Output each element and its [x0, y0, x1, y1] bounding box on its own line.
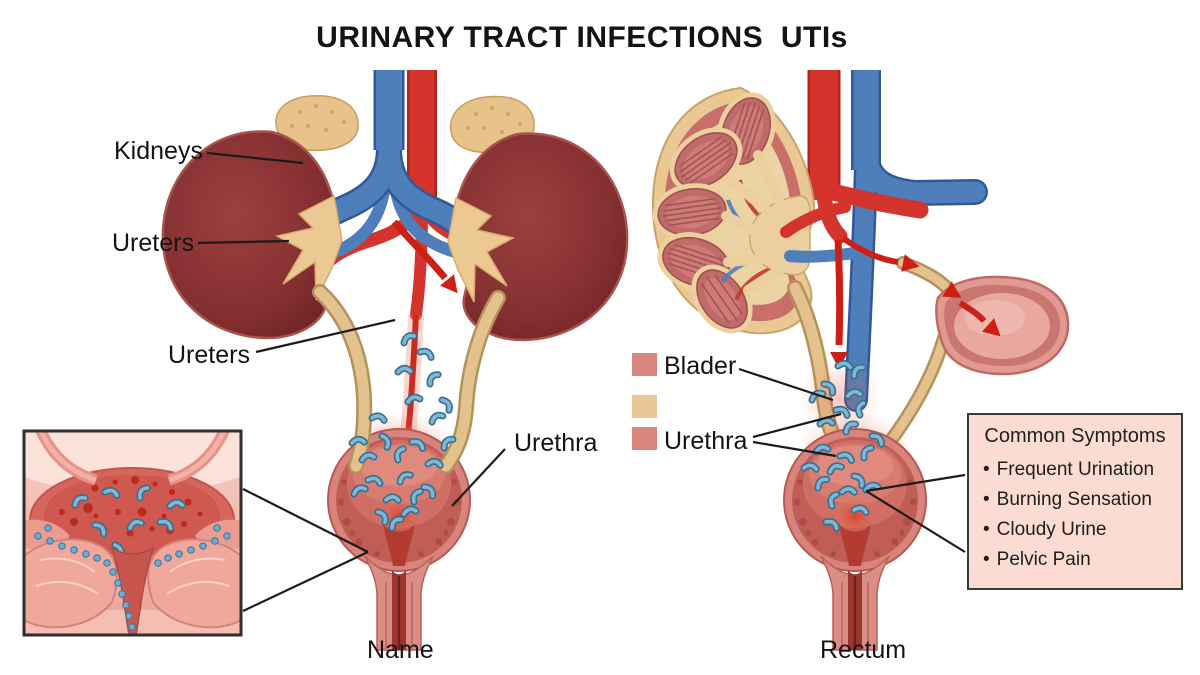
legend-swatch-middle [632, 395, 657, 418]
right-urinary-system [651, 70, 1070, 652]
bladder-right [782, 410, 928, 652]
leader-urethra-b [752, 440, 837, 458]
legend-label-blader: Blader [664, 352, 737, 380]
legend-swatch-blader [632, 353, 657, 376]
symptom-item: •Frequent Urination [983, 459, 1155, 480]
symptoms-box: Common Symptoms •Frequent Urination •Bur… [967, 413, 1183, 590]
renal-pelvis-right [447, 196, 516, 303]
bladder-wall-inset [22, 429, 243, 637]
label-ureters-upper: Ureters [112, 229, 194, 257]
bladder-pouch [935, 275, 1070, 376]
leader-blader [738, 367, 834, 402]
bullet-icon: • [983, 549, 990, 570]
inset-border [22, 429, 243, 637]
leader-ureters-lower [255, 318, 396, 354]
bullet-icon: • [983, 489, 990, 510]
bullet-icon: • [983, 519, 990, 540]
label-urethra: Urethra [514, 429, 598, 457]
infection-arrows-right [830, 235, 1007, 369]
symptoms-title: Common Symptoms [984, 425, 1166, 447]
bullet-icon: • [983, 459, 990, 480]
legend-swatch-urethra [632, 427, 657, 450]
adrenal-gland-left [275, 95, 359, 152]
kidney-right [447, 132, 629, 342]
legend-label-urethra: Urethra [664, 427, 748, 455]
renal-pelvis-left [274, 194, 343, 301]
renal-pyramids [652, 92, 776, 334]
symptom-item: •Cloudy Urine [983, 519, 1107, 540]
leader-symptoms-b [865, 490, 966, 553]
left-urinary-system [161, 70, 629, 652]
leader-urethra-left [451, 448, 506, 507]
artery-right-diagram [807, 70, 929, 244]
bacteria-lining [34, 524, 231, 631]
leader-inset-b [242, 551, 369, 612]
kidney-cross-section [651, 86, 868, 335]
ureter-right [438, 290, 506, 474]
leader-kidneys [206, 151, 304, 165]
leader-inset-a [242, 488, 369, 553]
leader-symptoms-a [865, 473, 966, 493]
leader-ureters-upper [197, 239, 290, 245]
label-ureters-lower: Ureters [168, 341, 250, 369]
infection-arrow-left [391, 219, 465, 299]
caption-left: Name [367, 636, 434, 664]
leader-urethra-a [752, 412, 842, 439]
label-kidneys: Kidneys [114, 137, 203, 165]
symptom-item: •Burning Sensation [983, 489, 1152, 510]
symptom-item: •Pelvic Pain [983, 549, 1091, 570]
caption-right: Rectum [820, 636, 907, 664]
leader-lines [197, 151, 966, 612]
ureter-left [312, 284, 373, 474]
page-title: URINARY TRACT INFECTIONS UTIs [316, 21, 848, 54]
kidney-left [161, 130, 343, 340]
